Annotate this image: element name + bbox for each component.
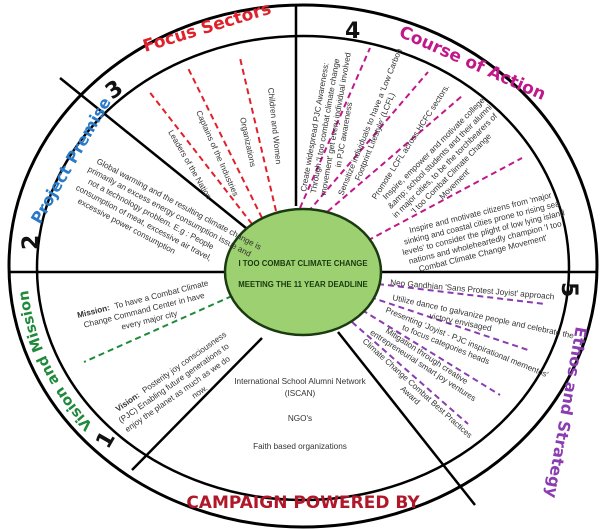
center-subtitle: MEETING THE 11 YEAR DEADLINE <box>238 280 367 289</box>
focus-dashes <box>147 57 277 225</box>
vision-dash <box>83 295 233 363</box>
center-circle <box>223 207 383 337</box>
campaign-item: Faith based organizations <box>253 442 347 451</box>
sector-dividers <box>10 6 597 506</box>
campaign-item: (ISCAN) <box>285 389 316 398</box>
campaign-item: International School Alumni Network <box>234 377 366 386</box>
section-number-2: 2 <box>19 235 44 250</box>
section-number-5: 5 <box>556 282 581 297</box>
center-title: I TOO COMBAT CLIMATE CHANGE <box>238 259 367 268</box>
campaign-item: NGO's <box>288 414 312 423</box>
campaign-title: CAMPAIGN POWERED BY <box>186 493 420 513</box>
section-number-4: 4 <box>345 19 360 44</box>
course-dashes <box>299 47 523 251</box>
inner-ring <box>35 34 571 502</box>
ethos-dashes <box>351 283 546 425</box>
